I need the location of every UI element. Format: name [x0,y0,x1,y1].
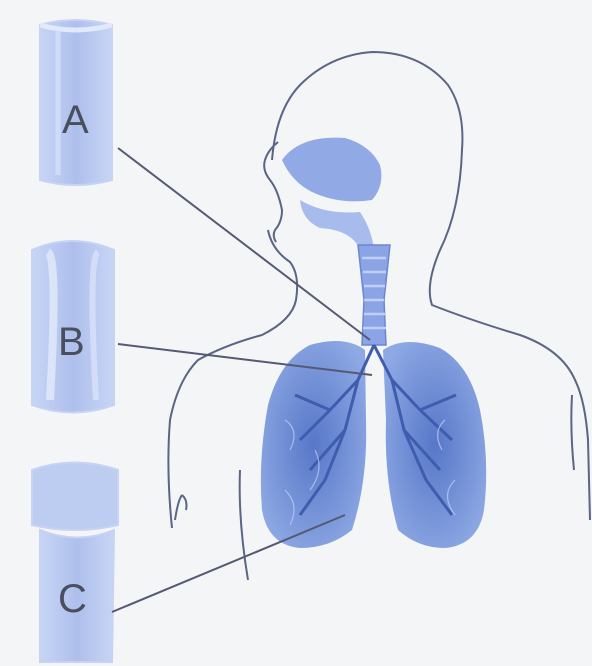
label-b: B [58,320,85,364]
bronchiole-segment-c [32,463,118,663]
lungs [261,341,486,548]
leader-line-c [112,515,345,612]
label-c: C [58,577,87,621]
label-a: A [62,98,89,142]
left-lung [383,342,486,548]
trachea [358,245,390,345]
nasal-cavity [282,138,381,250]
